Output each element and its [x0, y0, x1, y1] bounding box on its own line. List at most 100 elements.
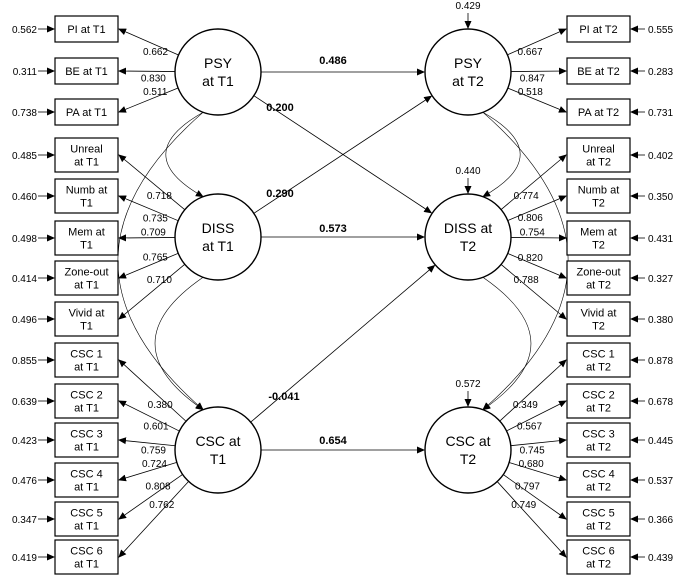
- indicator-label-t2-11-line-2: at T2: [586, 442, 611, 454]
- indicator-label-t2-2-line-1: BE at T2: [577, 66, 620, 78]
- indicator-box-t1-10: [54, 383, 119, 419]
- diss-t1-label-line-2: at T1: [202, 238, 234, 254]
- loading-line-t1-2: [118, 67, 176, 75]
- loading-line-t2-7: [507, 253, 567, 279]
- indicator-box-t2-14: [566, 539, 631, 575]
- indicator-box-t1-5: [54, 178, 119, 214]
- diss-t2-label-line-1: DISS at: [444, 220, 492, 236]
- indicator-label-t2-14-line-1: CSC 6: [582, 546, 614, 558]
- error-value-t2-1: 0.555: [648, 25, 673, 36]
- loading-value-t2-4: 0.774: [514, 191, 539, 202]
- loading-value-t1-10: 0.601: [144, 422, 169, 433]
- indicator-label-t2-1-line-1: PI at T2: [579, 24, 617, 36]
- error-value-t1-8: 0.496: [12, 315, 37, 326]
- indicator-label-t1-6-line-1: Mem at: [68, 227, 105, 239]
- error-value-t2-5: 0.350: [648, 192, 673, 203]
- path-coefficient-psy-psy: 0.486: [319, 55, 347, 67]
- loading-value-t2-9: 0.349: [513, 400, 538, 411]
- csc-t1-label-line-1: CSC at: [195, 433, 240, 449]
- loading-line-t2-10: [506, 400, 567, 432]
- indicator-label-t1-7-line-2: at T1: [74, 280, 99, 292]
- loading-line-t1-6: [118, 234, 176, 242]
- loading-value-t2-1: 0.667: [518, 47, 543, 58]
- indicator-box-t2-9: [566, 342, 631, 378]
- error-value-t1-7: 0.414: [12, 274, 37, 285]
- indicator-label-t1-4-line-2: at T1: [74, 157, 99, 169]
- loading-value-t1-12: 0.724: [142, 459, 167, 470]
- indicator-box-t1-2: [54, 57, 119, 85]
- indicator-label-t1-12-line-1: CSC 4: [70, 469, 102, 481]
- diss-t1-label-line-1: DISS: [202, 220, 235, 236]
- loading-value-t2-3: 0.518: [518, 87, 543, 98]
- indicator-label-t1-12-line-2: at T1: [74, 482, 99, 494]
- loading-line-t2-11: [510, 437, 567, 447]
- indicator-label-t1-9-line-2: at T1: [74, 362, 99, 374]
- error-value-t2-3: 0.731: [648, 108, 673, 119]
- loading-line-t1-11: [118, 437, 176, 447]
- indicator-box-t1-3: [54, 98, 119, 126]
- error-value-t2-12: 0.537: [648, 476, 673, 487]
- indicator-label-t1-14-line-2: at T1: [74, 559, 99, 571]
- indicator-label-t2-5-line-1: Numb at: [578, 185, 620, 197]
- indicator-label-t1-9-line-1: CSC 1: [70, 349, 102, 361]
- loading-value-t1-3: 0.511: [143, 87, 168, 98]
- loading-value-t1-4: 0.718: [147, 191, 172, 202]
- loading-value-t1-6: 0.709: [141, 228, 166, 239]
- csc-t2-label-line-1: CSC at: [445, 433, 490, 449]
- error-value-t2-4: 0.402: [648, 151, 673, 162]
- indicator-label-t2-12-line-2: at T2: [586, 482, 611, 494]
- indicator-label-t1-10-line-1: CSC 2: [70, 390, 102, 402]
- loading-value-t1-13: 0.808: [146, 481, 171, 492]
- error-value-t1-6: 0.498: [12, 234, 37, 245]
- covariance-arc-t2-1: [482, 112, 521, 198]
- indicator-label-t1-3-line-1: PA at T1: [66, 107, 107, 119]
- residual-value-psy-t2: 0.429: [455, 1, 480, 12]
- loading-line-t1-9: [118, 359, 187, 422]
- indicator-label-t1-5-line-1: Numb at: [66, 185, 108, 197]
- indicator-box-t2-13: [566, 501, 631, 537]
- indicator-box-t1-14: [54, 539, 119, 575]
- indicator-box-t2-2: [566, 57, 631, 85]
- loading-line-t2-6: [510, 234, 567, 242]
- loading-line-t2-4: [500, 154, 567, 210]
- loading-line-t1-1: [118, 28, 179, 56]
- indicator-label-t1-8-line-2: T1: [80, 321, 93, 333]
- loading-line-t2-3: [507, 87, 567, 113]
- path-coefficient-psy-diss: 0.200: [266, 102, 294, 114]
- loading-value-t1-8: 0.710: [147, 275, 172, 286]
- loading-lines: [38, 13, 645, 561]
- loading-line-t1-12: [118, 461, 177, 482]
- error-value-t2-13: 0.366: [648, 515, 673, 526]
- psy-t2-label-line-2: at T2: [452, 73, 484, 89]
- csc-t1-circle: [174, 406, 262, 494]
- loading-value-t2-5: 0.806: [518, 213, 543, 224]
- loading-line-t2-5: [507, 195, 567, 221]
- indicator-label-t1-6-line-2: T1: [80, 240, 93, 252]
- loading-line-t1-5: [118, 195, 179, 222]
- loading-value-t2-14: 0.749: [511, 500, 536, 511]
- error-value-t1-12: 0.476: [12, 476, 37, 487]
- error-value-t1-2: 0.311: [13, 67, 38, 78]
- loading-line-t2-2: [510, 67, 567, 75]
- indicator-label-t1-10-line-2: at T1: [74, 403, 99, 415]
- indicator-box-t2-11: [566, 422, 631, 458]
- csc-t2-circle: [424, 406, 512, 494]
- error-value-t1-10: 0.639: [12, 397, 37, 408]
- indicator-box-t2-1: [566, 15, 631, 43]
- covariance-arc-t1-2: [154, 277, 204, 411]
- loading-value-t1-14: 0.762: [149, 500, 174, 511]
- indicator-label-t2-8-line-1: Vivid at: [581, 308, 617, 320]
- path-coefficient-csc-csc: 0.654: [319, 435, 347, 447]
- indicator-box-t1-1: [54, 15, 119, 43]
- loading-value-t1-11: 0.759: [141, 446, 166, 457]
- indicator-label-t2-13-line-2: at T2: [586, 521, 611, 533]
- indicator-box-t2-3: [566, 98, 631, 126]
- path-line-diss-psy: [253, 95, 433, 214]
- error-value-t2-14: 0.439: [648, 553, 673, 564]
- indicator-box-t2-6: [566, 220, 631, 256]
- indicator-box-t1-13: [54, 501, 119, 537]
- error-value-t1-13: 0.347: [12, 515, 37, 526]
- loading-value-t2-6: 0.754: [520, 228, 545, 239]
- indicator-label-t2-7-line-1: Zone-out: [576, 267, 620, 279]
